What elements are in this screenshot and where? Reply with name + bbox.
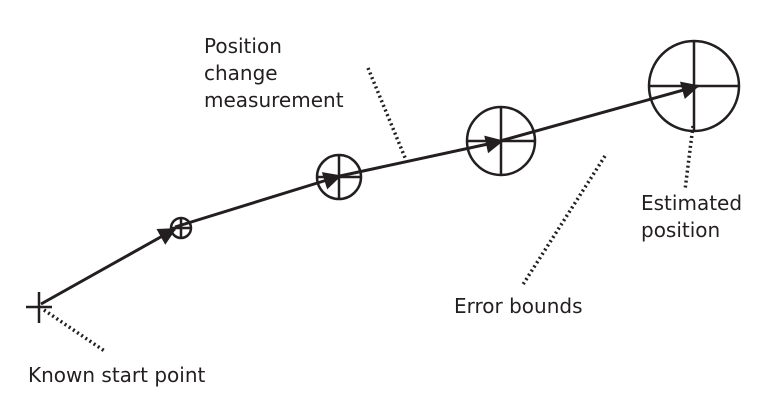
measurement-arrow-3 [339,135,504,178]
measurement-arrow-2 [174,172,342,229]
label-error-bounds: Error bounds [454,294,583,318]
label-known-start-point: Known start point [28,363,206,387]
leader-estimated-position [683,125,695,191]
error-bound-1 [169,216,193,240]
error-bound-2 [315,153,363,201]
measurement-arrow-4 [499,81,700,143]
measurement-arrow-1 [40,227,177,306]
measurement-path [40,81,700,306]
leader-error-bounds [520,155,607,287]
error-bound-3 [465,105,537,177]
error-bound-4 [647,39,741,133]
leader-start-point [43,308,107,354]
start-point-cross [26,292,52,323]
leader-position-change [366,67,408,161]
